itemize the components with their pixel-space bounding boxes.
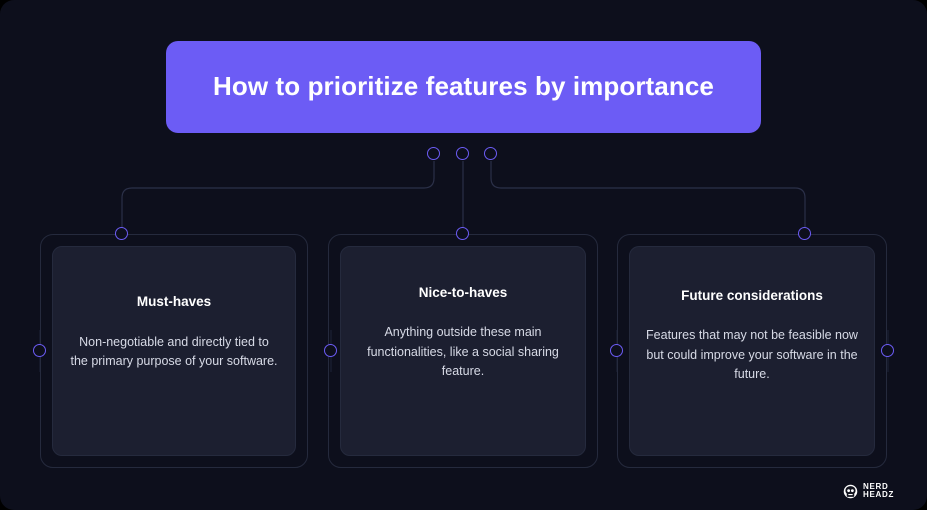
card-3-right-node-icon[interactable]: [881, 344, 894, 357]
logo-line-1: NERD: [863, 482, 889, 491]
diagram-title-card: How to prioritize features by importance: [166, 41, 761, 133]
nerdheadz-logo: NERD HEADZ: [843, 482, 895, 500]
title-node-center-icon[interactable]: [456, 147, 469, 160]
card-inner: Must-haves Non-negotiable and directly t…: [52, 246, 296, 456]
card-1-top-node-icon[interactable]: [115, 227, 128, 240]
card-inner: Future considerations Features that may …: [629, 246, 875, 456]
card-heading: Must-haves: [136, 294, 212, 310]
card-future-considerations[interactable]: Future considerations Features that may …: [617, 234, 887, 468]
card-heading: Future considerations: [681, 287, 823, 303]
card-body: Features that may not be feasible now bu…: [646, 328, 858, 382]
card-nice-to-haves[interactable]: Nice-to-haves Anything outside these mai…: [328, 234, 598, 468]
title-node-left-icon[interactable]: [427, 147, 440, 160]
page-title: How to prioritize features by importance: [213, 71, 714, 102]
card-must-haves[interactable]: Must-haves Non-negotiable and directly t…: [40, 234, 308, 468]
card-heading: Nice-to-haves: [418, 284, 508, 300]
card-3-top-node-icon[interactable]: [798, 227, 811, 240]
title-node-right-icon[interactable]: [484, 147, 497, 160]
logo-wordmark: NERD HEADZ: [863, 482, 895, 500]
card-body: Anything outside these main functionalit…: [367, 325, 559, 379]
card-3-left-node-icon[interactable]: [610, 344, 623, 357]
card-2-top-node-icon[interactable]: [456, 227, 469, 240]
nerdheadz-mark-icon: [843, 484, 858, 498]
logo-line-2: HEADZ: [863, 490, 895, 500]
card-2-left-node-icon[interactable]: [324, 344, 337, 357]
card-body: Non-negotiable and directly tied to the …: [70, 335, 278, 369]
card-inner: Nice-to-haves Anything outside these mai…: [340, 246, 586, 456]
card-1-left-node-icon[interactable]: [33, 344, 46, 357]
